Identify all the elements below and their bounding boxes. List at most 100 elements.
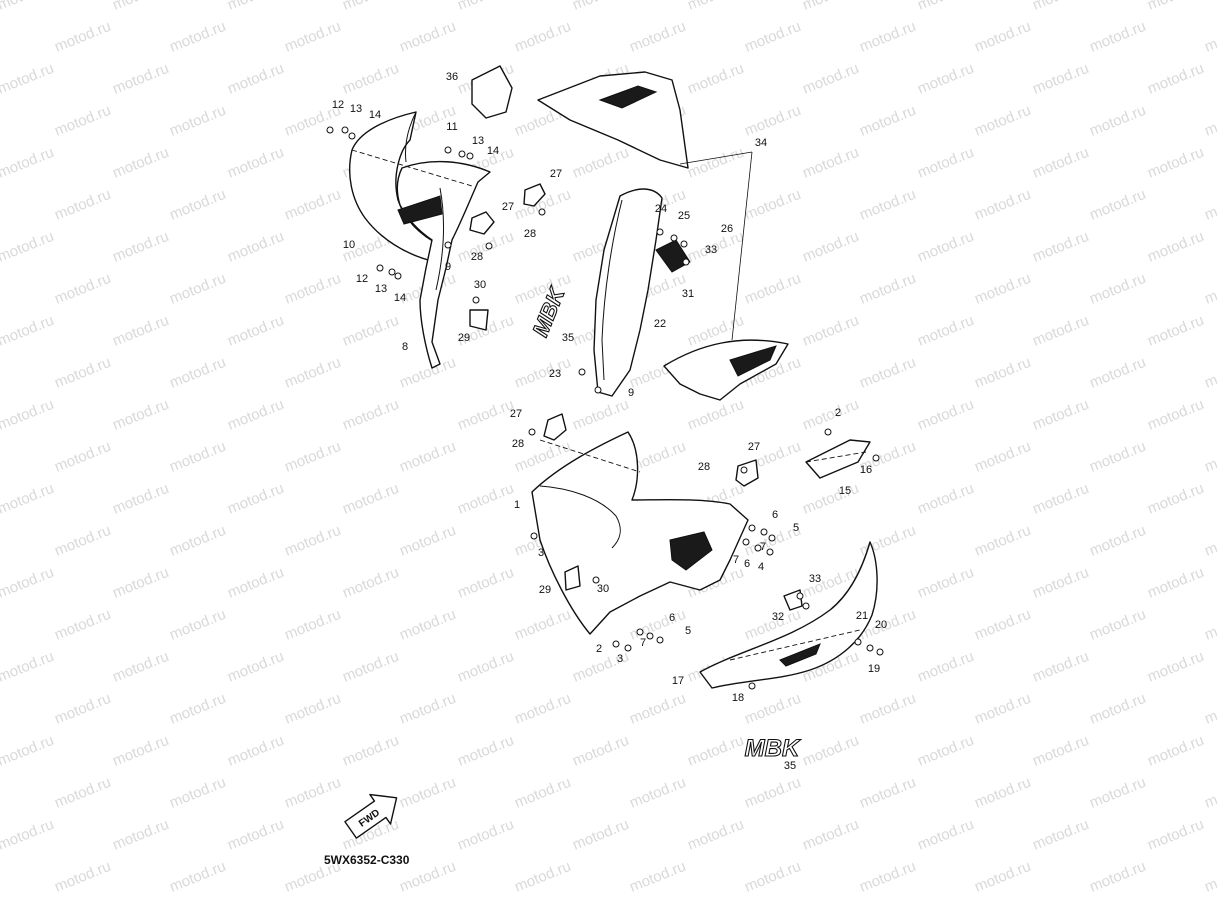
callout-28: 28 — [524, 228, 536, 240]
watermark-text: motod.ru — [1030, 396, 1091, 434]
watermark-text: motod.ru — [225, 396, 286, 434]
fastener-icon — [824, 428, 832, 436]
callout-15: 15 — [839, 485, 851, 497]
watermark-text: motod.ru — [800, 312, 861, 350]
watermark-text: motod.ru — [1030, 816, 1091, 854]
watermark-text: motod.ru — [915, 732, 976, 770]
watermark-text: motod.ru — [627, 774, 688, 812]
part-1-crease — [539, 485, 621, 549]
watermark-text: motod.ru — [915, 0, 976, 14]
watermark-text: motod.ru — [685, 816, 746, 854]
part-34-leader-b — [731, 151, 753, 341]
watermark-text: motod.ru — [225, 0, 286, 14]
watermark-text: motod.ru — [800, 396, 861, 434]
fastener-icon — [530, 532, 538, 540]
fastener-icon — [326, 126, 334, 134]
watermark-text: motod.ru — [972, 438, 1033, 476]
watermark-text: motod.ru — [915, 144, 976, 182]
watermark-text: motod.ru — [167, 774, 228, 812]
watermark-text: motod.ru — [742, 102, 803, 140]
part-1-centerline — [539, 439, 641, 473]
fastener-icon — [444, 241, 452, 249]
fastener-icon — [636, 628, 644, 636]
watermark-text: motod.ru — [685, 732, 746, 770]
decal-mbk-text-flat: MBK — [745, 735, 801, 762]
watermark-text: motod.ru — [800, 816, 861, 854]
watermark-text: motod.ru — [915, 228, 976, 266]
watermark-text: motod.ru — [397, 690, 458, 728]
watermark-text: motod.ru — [1030, 0, 1091, 14]
watermark-text: motod.ru — [627, 858, 688, 896]
watermark-text: motod.ru — [1030, 60, 1091, 98]
fastener-icon — [394, 272, 402, 280]
watermark-text: motod.ru — [972, 270, 1033, 308]
fastener-icon — [528, 428, 536, 436]
callout-7: 7 — [640, 637, 646, 649]
callout-18: 18 — [732, 692, 744, 704]
callout-13: 13 — [472, 135, 484, 147]
watermark-text: motod.ru — [1087, 186, 1148, 224]
callout-25: 25 — [678, 210, 690, 222]
callout-27: 27 — [502, 201, 514, 213]
main-fairing-assembly — [531, 413, 871, 635]
watermark-text: motod.ru — [1030, 480, 1091, 518]
callout-1: 1 — [514, 499, 520, 511]
watermark-text: motod.ru — [972, 354, 1033, 392]
watermark-text: motod.ru — [225, 564, 286, 602]
watermark-text: motod.ru — [110, 396, 171, 434]
watermark-text: motod.ru — [915, 480, 976, 518]
watermark-text: motod.ru — [340, 0, 401, 14]
watermark-text: motod.ru — [857, 858, 918, 896]
watermark-text: motod.ru — [455, 0, 516, 14]
watermark-text: motod.ru — [915, 648, 976, 686]
fastener-icon — [682, 258, 690, 266]
callout-2: 2 — [596, 643, 602, 655]
watermark-text: motod.ru — [167, 186, 228, 224]
callout-11: 11 — [446, 121, 457, 133]
callout-27: 27 — [748, 441, 760, 453]
watermark-text: motod.ru — [282, 438, 343, 476]
watermark-text: motod.ru — [1087, 690, 1148, 728]
watermark-text: motod.ru — [0, 732, 56, 770]
callout-35: 35 — [784, 760, 796, 772]
callout-6: 6 — [669, 612, 675, 624]
callout-9: 9 — [628, 387, 634, 399]
decal-mbk-flat: MBK — [744, 734, 801, 762]
watermark-text: motod.ru — [857, 186, 918, 224]
callout-10: 10 — [343, 239, 355, 251]
watermark-text: motod.ru — [455, 648, 516, 686]
watermark-text: motod.ru — [52, 774, 113, 812]
fastener-icon — [740, 466, 748, 474]
fastener-icon — [748, 524, 756, 532]
watermark-text: motod.ru — [627, 690, 688, 728]
callout-7: 7 — [733, 554, 739, 566]
watermark-text: motod.ru — [455, 816, 516, 854]
watermark-text: motod.ru — [455, 732, 516, 770]
watermark-text: motod.ru — [0, 564, 56, 602]
watermark-text: motod.ru — [742, 774, 803, 812]
fastener-icon — [748, 682, 756, 690]
callout-3: 3 — [538, 547, 544, 559]
fastener-icon — [388, 268, 396, 276]
watermark-text: motod.ru — [1145, 312, 1206, 350]
callout-5: 5 — [685, 625, 691, 637]
part-8-inner-line — [435, 187, 444, 291]
fastener-icon — [538, 208, 546, 216]
watermark-text: motod.ru — [0, 480, 56, 518]
watermark-text: motod.ru — [167, 522, 228, 560]
fastener-icon — [578, 368, 586, 376]
watermark-text: motod.ru — [397, 438, 458, 476]
fastener-icon — [866, 644, 874, 652]
callout-24: 24 — [655, 203, 667, 215]
callout-4: 4 — [758, 561, 764, 573]
watermark-text: motod.ru — [110, 564, 171, 602]
watermark-text: motod.ru — [1202, 354, 1217, 392]
fastener-icon — [754, 544, 762, 552]
watermark-text: motod.ru — [1145, 0, 1206, 14]
watermark-text: motod.ru — [225, 144, 286, 182]
watermark-text: motod.ru — [512, 606, 573, 644]
watermark-text: motod.ru — [1087, 606, 1148, 644]
callout-31: 31 — [682, 288, 694, 300]
fastener-icon — [348, 132, 356, 140]
callout-22: 22 — [654, 318, 666, 330]
